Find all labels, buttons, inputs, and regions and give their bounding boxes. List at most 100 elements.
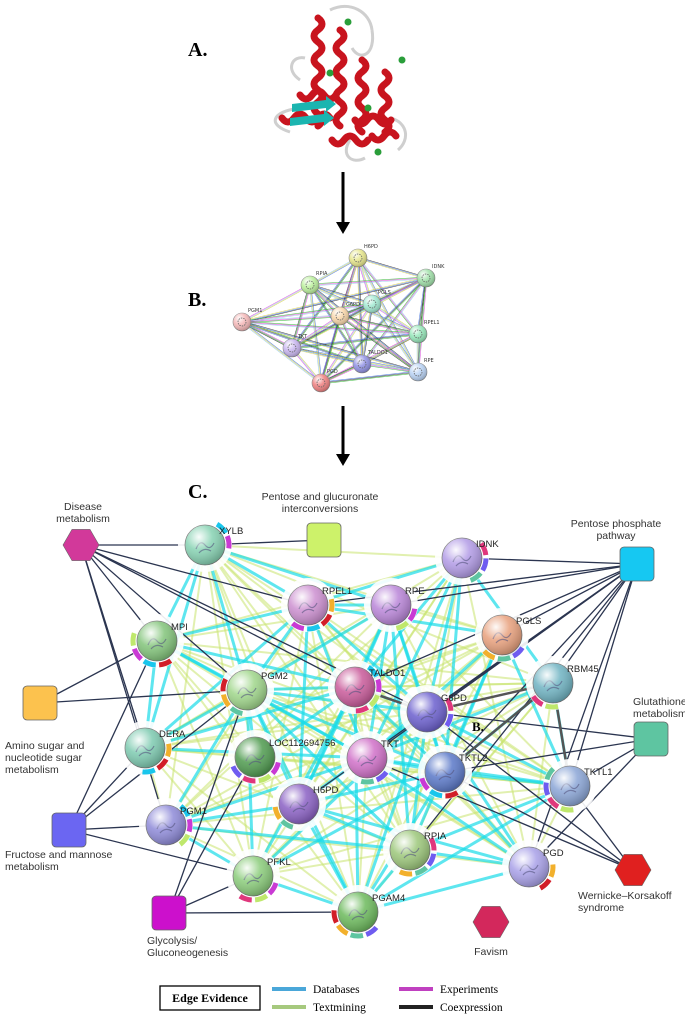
protein-mpi[interactable]: MPI bbox=[130, 614, 188, 668]
c-edge-category bbox=[426, 711, 634, 871]
protein-g6pd[interactable]: G6PD bbox=[400, 685, 467, 739]
protein-label: PGD bbox=[543, 848, 564, 859]
b-node-rpel1[interactable]: RPEL1 bbox=[408, 320, 440, 344]
protein-gloss bbox=[425, 752, 465, 792]
b-node-h6pd[interactable]: H6PD bbox=[348, 244, 378, 268]
protein-rpia[interactable]: RPIA bbox=[383, 823, 447, 877]
b-edge bbox=[416, 277, 426, 372]
protein-pgls[interactable]: PGLS bbox=[475, 608, 541, 662]
protein-pgd[interactable]: PGD bbox=[502, 840, 564, 894]
protein-category-arc bbox=[395, 620, 410, 631]
c-edge-category bbox=[80, 544, 167, 826]
b-edge bbox=[309, 276, 426, 285]
b-edge bbox=[309, 277, 427, 286]
b-edge bbox=[241, 321, 419, 335]
c-edge-database bbox=[366, 681, 554, 760]
b-edge bbox=[362, 304, 374, 365]
category-favism[interactable]: Favism bbox=[472, 906, 510, 958]
category-label: Favism bbox=[474, 946, 508, 958]
protein-tkt[interactable]: TKT bbox=[340, 731, 399, 785]
c-edge-textmining bbox=[354, 686, 571, 787]
protein-dera[interactable]: DERA bbox=[118, 721, 186, 775]
edge-evidence-legend: Edge Evidence Databases Experiments Text… bbox=[159, 984, 503, 1014]
category-glycolysis-gluconeogenesis[interactable]: Glycolysis/Gluconeogenesis bbox=[147, 895, 228, 959]
protein-idnk[interactable]: IDNK bbox=[435, 531, 499, 585]
protein-rbm45[interactable]: RBM45 bbox=[526, 656, 599, 710]
b-edge bbox=[357, 258, 426, 280]
b-edge bbox=[310, 283, 373, 304]
protein-label: H6PD bbox=[313, 785, 338, 796]
b-node-pgls[interactable]: PGLS bbox=[362, 290, 391, 314]
protein-category-arc bbox=[186, 818, 193, 833]
protein-xylb[interactable]: XYLB bbox=[178, 518, 243, 572]
protein-label: RBM45 bbox=[567, 664, 599, 675]
category-label: Glutathione bbox=[633, 696, 685, 708]
protein-category-arc bbox=[130, 632, 137, 647]
b-node-pgm1[interactable]: PGM1 bbox=[232, 308, 262, 332]
category-label: Pentose phosphate bbox=[571, 518, 662, 530]
b-node-idnk[interactable]: IDNK bbox=[416, 264, 445, 288]
c-edge-category bbox=[168, 911, 359, 914]
protein-tktl1[interactable]: TKTL1 bbox=[543, 759, 613, 813]
c-edge-database bbox=[353, 686, 360, 913]
protein-loc112694756[interactable]: LOC112694756 bbox=[228, 730, 335, 784]
c-edge-category bbox=[444, 771, 634, 871]
protein-category-arc bbox=[230, 765, 243, 779]
protein-category-arc bbox=[544, 766, 556, 781]
legend-title: Edge Evidence bbox=[172, 991, 248, 1005]
c-edge-textmining bbox=[144, 682, 554, 749]
protein-label: TALDO1 bbox=[369, 668, 405, 679]
b-node-label: G6PD bbox=[346, 302, 360, 308]
b-edge bbox=[357, 257, 363, 365]
protein-tktl2[interactable]: TKTL2 bbox=[418, 745, 488, 799]
protein-category-arc bbox=[142, 658, 157, 668]
b-edge bbox=[320, 371, 419, 384]
protein-gloss bbox=[227, 670, 267, 710]
protein-pgm1[interactable]: PGM1 bbox=[139, 798, 207, 852]
b-node-g6pd[interactable]: G6PD bbox=[330, 302, 360, 326]
category-hexagon-icon bbox=[472, 906, 510, 938]
protein-gloss bbox=[550, 766, 590, 806]
category-square-icon bbox=[151, 895, 187, 931]
protein-pgm2[interactable]: PGM2 bbox=[220, 663, 288, 717]
b-edge bbox=[417, 277, 427, 335]
protein-category-arc bbox=[229, 706, 244, 717]
protein-rpel1[interactable]: RPEL1 bbox=[281, 578, 352, 632]
b-edge bbox=[241, 321, 322, 384]
protein-pfkl[interactable]: PFKL bbox=[226, 849, 291, 903]
arrow-b-to-c bbox=[336, 406, 350, 466]
protein-taldo1[interactable]: TALDO1 bbox=[328, 660, 405, 714]
protein-category-arc bbox=[429, 789, 443, 799]
c-edge-category bbox=[68, 829, 254, 877]
protein-category-arc bbox=[365, 925, 379, 937]
b-edge bbox=[361, 277, 426, 364]
c-edge-category bbox=[569, 563, 638, 787]
protein-pgam4[interactable]: PGAM4 bbox=[331, 885, 405, 939]
legend-label-textmining: Textmining bbox=[313, 1002, 366, 1014]
b-node-rpe[interactable]: RPE bbox=[408, 358, 434, 382]
b-node-tkt[interactable]: TKT bbox=[282, 334, 308, 358]
category-label: metabolism bbox=[5, 861, 59, 873]
b-node-rpia[interactable]: RPIA bbox=[300, 271, 328, 295]
category-label: Pentose and glucuronate bbox=[262, 491, 379, 503]
protein-rpe[interactable]: RPE bbox=[364, 578, 425, 632]
panel-label-c: C. bbox=[188, 481, 207, 503]
b-node-pgd[interactable]: PGD bbox=[311, 369, 338, 393]
c-edge-database bbox=[366, 756, 530, 869]
b-edge bbox=[320, 315, 341, 384]
b-node-taldo1[interactable]: TALDO1 bbox=[352, 350, 388, 374]
protein-category-arc bbox=[482, 649, 496, 661]
protein-h6pd[interactable]: H6PD bbox=[272, 777, 338, 831]
protein-label: MPI bbox=[171, 622, 188, 633]
b-edge bbox=[292, 316, 341, 349]
protein-gloss bbox=[371, 585, 411, 625]
c-edge-category bbox=[426, 711, 652, 740]
protein-category-arc bbox=[538, 878, 552, 891]
